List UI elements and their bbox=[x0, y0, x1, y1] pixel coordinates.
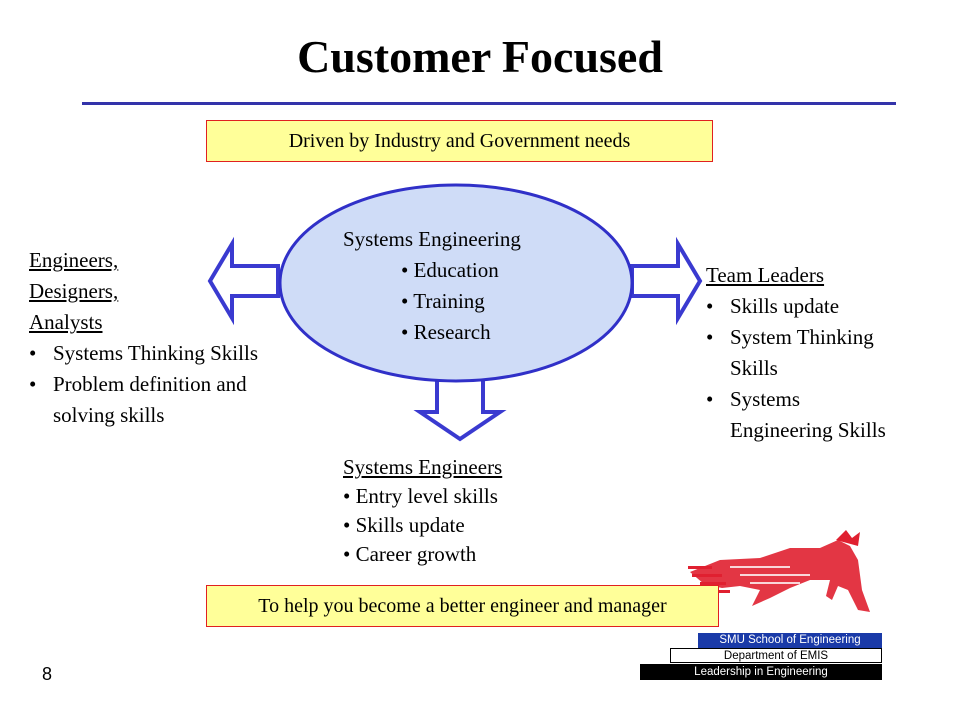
right-item: • Skills update bbox=[706, 291, 956, 322]
left-heading-line: Analysts bbox=[29, 310, 103, 334]
left-block: Engineers, Designers, Analysts • Systems… bbox=[29, 245, 329, 431]
center-item: • Education bbox=[401, 258, 499, 282]
top-banner: Driven by Industry and Government needs bbox=[206, 120, 713, 162]
center-ellipse bbox=[278, 183, 634, 383]
bottom-block: Systems Engineers • Entry level skills •… bbox=[343, 453, 643, 569]
bottom-item: • Entry level skills bbox=[343, 484, 498, 508]
center-heading: Systems Engineering bbox=[343, 227, 521, 251]
left-heading-line: Engineers, bbox=[29, 248, 119, 272]
bullet-icon: • bbox=[706, 325, 714, 349]
left-arrow bbox=[207, 236, 280, 326]
bullet-icon: • bbox=[706, 294, 714, 318]
left-heading-line: Designers, bbox=[29, 279, 119, 303]
bottom-heading: Systems Engineers bbox=[343, 455, 503, 479]
page-number: 8 bbox=[42, 664, 53, 684]
department-label: Department of EMIS bbox=[670, 648, 882, 663]
title-divider bbox=[82, 102, 896, 105]
down-arrow bbox=[413, 374, 507, 442]
center-item: • Training bbox=[401, 289, 485, 313]
right-block: Team Leaders • Skills update • System Th… bbox=[706, 260, 956, 446]
left-item: • Systems Thinking Skills bbox=[29, 338, 329, 369]
bullet-icon: • bbox=[706, 387, 714, 411]
page-title: Customer Focused bbox=[297, 31, 663, 82]
bottom-item: • Skills update bbox=[343, 513, 465, 537]
right-arrow bbox=[630, 236, 703, 326]
bullet-icon: • bbox=[29, 372, 37, 396]
tagline-label: Leadership in Engineering bbox=[640, 664, 882, 680]
bottom-banner: To help you become a better engineer and… bbox=[206, 585, 719, 627]
bullet-icon: • bbox=[29, 341, 37, 365]
bottom-item: • Career growth bbox=[343, 542, 477, 566]
center-item: • Research bbox=[401, 320, 491, 344]
right-heading: Team Leaders bbox=[706, 263, 825, 287]
school-label: SMU School of Engineering bbox=[698, 633, 882, 648]
center-block: Systems Engineering • Education • Traini… bbox=[343, 224, 593, 348]
